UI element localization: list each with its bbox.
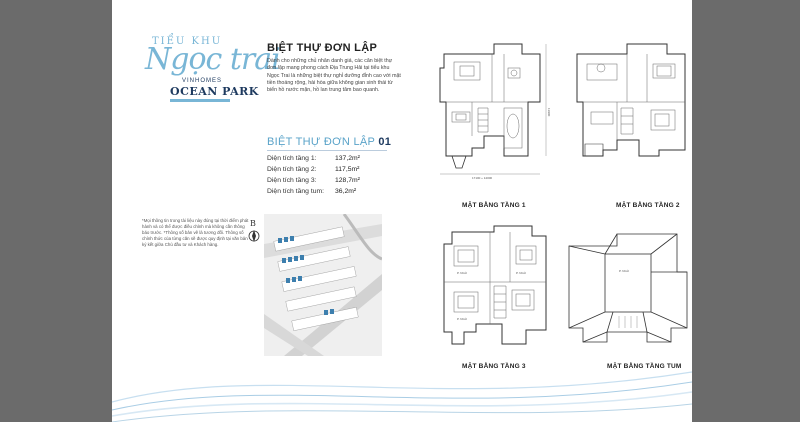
spec-label: Diện tích tầng 1: [267, 155, 317, 162]
floor-label-tum: MẶT BẰNG TẦNG TUM [607, 363, 682, 370]
logo-line-3: VINHOMES [182, 78, 223, 84]
compass-icon: B [248, 219, 260, 242]
logo-stripe [170, 99, 230, 102]
floor-label-3: MẶT BẰNG TẦNG 3 [462, 363, 526, 370]
room-label: P. NGỦ [516, 270, 526, 275]
room-label: P. NGỦ [457, 316, 467, 321]
spec-row: Diện tích tầng tum: 36,2m² [267, 188, 356, 195]
disclaimer-note: *Mọi thông tin trong tài liệu này đúng t… [142, 218, 249, 247]
spec-value: 128,7m² [335, 177, 360, 184]
wave-decoration [112, 371, 692, 422]
spec-row: Diện tích tầng 3: 128,7m² [267, 177, 360, 184]
floor-label-1: MẶT BẰNG TẦNG 1 [462, 202, 526, 209]
logo-line-1: TIỂU KHU [152, 36, 223, 47]
model-underline [267, 150, 387, 151]
room-label: P. NGỦ [619, 268, 629, 273]
model-title: BIỆT THỰ ĐƠN LẬP 01 [267, 136, 391, 148]
compass-letter: B [250, 219, 256, 228]
spec-row: Diện tích tầng 2: 117,5m² [267, 166, 359, 173]
logo-line-2: Ngọc trai [145, 42, 281, 77]
floor-plan-tum: P. NGỦ [568, 233, 688, 343]
floor-plan-2 [576, 43, 686, 157]
dimension-width: 17100 + 14000 [472, 176, 492, 180]
spec-value: 36,2m² [335, 188, 357, 195]
spec-value: 137,2m² [335, 155, 360, 162]
spec-label: Diện tích tầng 3: [267, 177, 317, 184]
model-prefix: BIỆT THỰ ĐƠN LẬP [267, 136, 375, 148]
spec-label: Diện tích tầng tum: [267, 188, 325, 195]
floor-label-2: MẶT BẰNG TẦNG 2 [616, 202, 680, 209]
spec-row: Diện tích tầng 1: 137,2m² [267, 155, 360, 162]
model-number: 01 [378, 136, 392, 148]
logo-line-4: OCEAN PARK [170, 85, 259, 98]
dimension-height: 13900 [547, 108, 551, 117]
site-map [264, 214, 382, 356]
room-label: P. NGỦ [457, 270, 467, 275]
brochure-page: TIỂU KHU Ngọc trai VINHOMES OCEAN PARK B… [112, 0, 692, 422]
floor-plan-1: 17100 + 14000 13900 [439, 43, 551, 180]
description-text: Dành cho những chủ nhân danh giá, các că… [267, 58, 401, 94]
spec-value: 117,5m² [335, 166, 360, 173]
floor-plan-3: P. NGỦ P. NGỦ P. NGỦ [443, 225, 547, 345]
page-title: BIỆT THỰ ĐƠN LẬP [267, 42, 378, 54]
spec-label: Diện tích tầng 2: [267, 166, 317, 173]
